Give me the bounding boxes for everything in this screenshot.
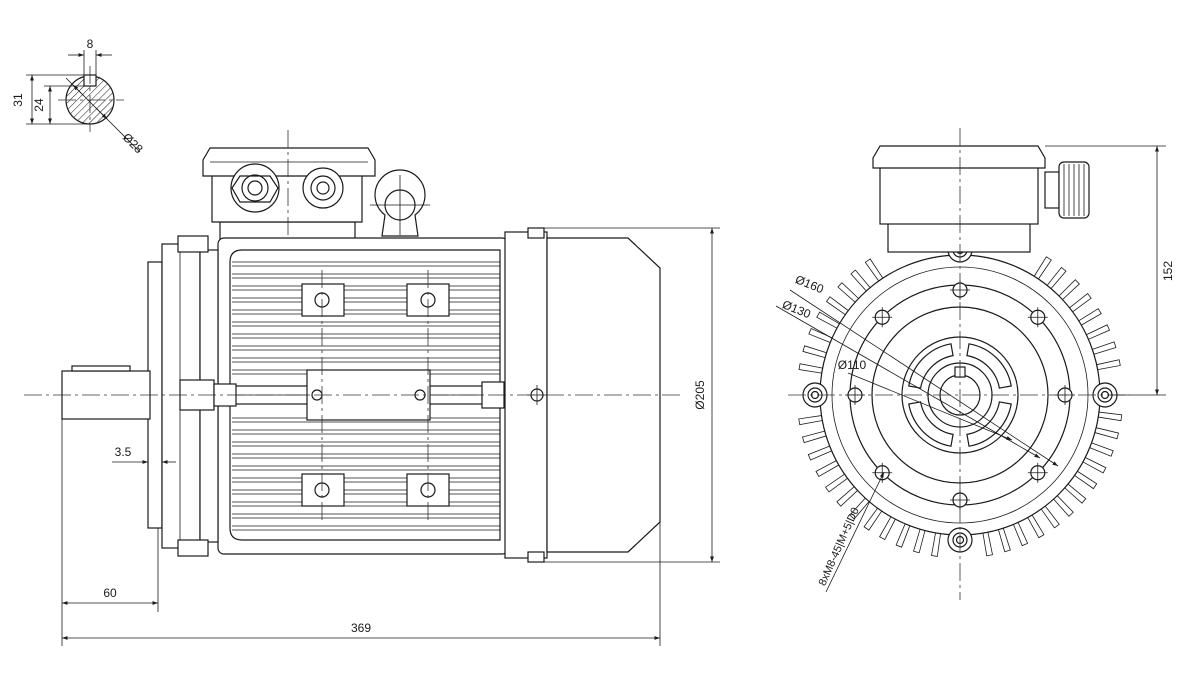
flange-offset-label: 3.5 (115, 445, 132, 459)
terminal-box-end (872, 145, 1090, 253)
vent-slot (966, 401, 1012, 447)
vent-slot (908, 343, 954, 389)
radial-fin (1094, 427, 1119, 440)
motor-end-view: 152 Ø160 Ø130 Ø110 8xM8-45|M+5|D0 (775, 128, 1175, 600)
radial-fin (1078, 308, 1102, 326)
vent-slot (966, 343, 1012, 389)
radial-fin (1040, 505, 1060, 529)
shaft-key-section: 8 31 24 Ø28 (11, 37, 146, 156)
cable-gland-right (302, 167, 344, 209)
radial-fin (1058, 279, 1080, 300)
radial-fin (798, 363, 823, 374)
terminal-box-side (202, 130, 376, 272)
radial-fin (1086, 324, 1111, 340)
motor-frame (217, 237, 509, 555)
radial-fin (1092, 341, 1117, 355)
radial-fin (879, 516, 896, 541)
vent-slot (908, 401, 954, 447)
radial-fin (998, 528, 1011, 553)
radial-fin (1033, 256, 1052, 280)
radial-fin (802, 430, 827, 444)
radial-fin (850, 269, 871, 292)
radial-fin (863, 507, 883, 531)
radial-fin (1053, 495, 1074, 517)
terminal-box-lid-end (872, 145, 1046, 169)
height-31-label: 31 (11, 93, 25, 107)
radial-fin (825, 296, 849, 316)
radial-fin (837, 282, 859, 303)
height-24-label: 24 (32, 98, 46, 112)
radial-fin (798, 415, 823, 426)
lifting-eye (370, 169, 430, 237)
bolt-hole-note: 8xM8-45|M+5|D0 (817, 506, 862, 588)
flange-bolt-bottom (177, 539, 209, 557)
drive-end-shield (147, 235, 505, 557)
radial-fin (1013, 522, 1029, 547)
frame-diameter-label: Ø205 (693, 380, 707, 410)
cooling-fins-side (232, 261, 500, 531)
radial-fin (802, 345, 827, 358)
terminal-box-height-label: 152 (1161, 261, 1175, 281)
side-view-dimensions: Ø205 369 60 3.5 (61, 227, 720, 646)
output-shaft (61, 365, 151, 420)
radial-fin (815, 460, 839, 478)
radial-fin (849, 497, 870, 520)
radial-fin (864, 258, 884, 282)
outer-flange-diameter-label: Ø160 (793, 272, 826, 296)
radial-fin (1046, 266, 1067, 289)
radial-fin (1089, 442, 1114, 457)
radial-fin (808, 328, 833, 343)
shaft-key (71, 365, 131, 372)
radial-fin (982, 532, 993, 557)
radial-fin (1074, 470, 1098, 490)
radial-fin (825, 473, 848, 493)
radial-fin (816, 311, 840, 329)
shaft-length-label: 60 (103, 586, 117, 600)
radial-fin (836, 486, 858, 507)
radial-fin (895, 523, 911, 548)
radial-fin (1069, 292, 1092, 313)
radial-fin (1082, 457, 1107, 474)
radial-fin (807, 445, 832, 461)
cable-gland-side (1044, 161, 1090, 219)
key-width-label: 8 (87, 37, 94, 51)
radial-fin (1096, 359, 1121, 371)
radial-fin (1064, 483, 1087, 504)
radial-fin (1098, 411, 1123, 422)
shaft-diameter-label: Ø28 (120, 130, 146, 156)
cable-gland-left (230, 163, 280, 213)
radial-fin (931, 532, 941, 557)
radial-fin (913, 529, 926, 554)
overall-length-label: 369 (351, 621, 371, 635)
motor-side-view: Ø205 369 60 3.5 (24, 130, 720, 646)
radial-fin (1027, 514, 1045, 539)
cooling-fins-radial (798, 256, 1123, 557)
spigot-diameter-label: Ø110 (838, 358, 867, 372)
endshield-vent-slots (908, 343, 1012, 447)
flange-bolt-top (177, 235, 209, 253)
